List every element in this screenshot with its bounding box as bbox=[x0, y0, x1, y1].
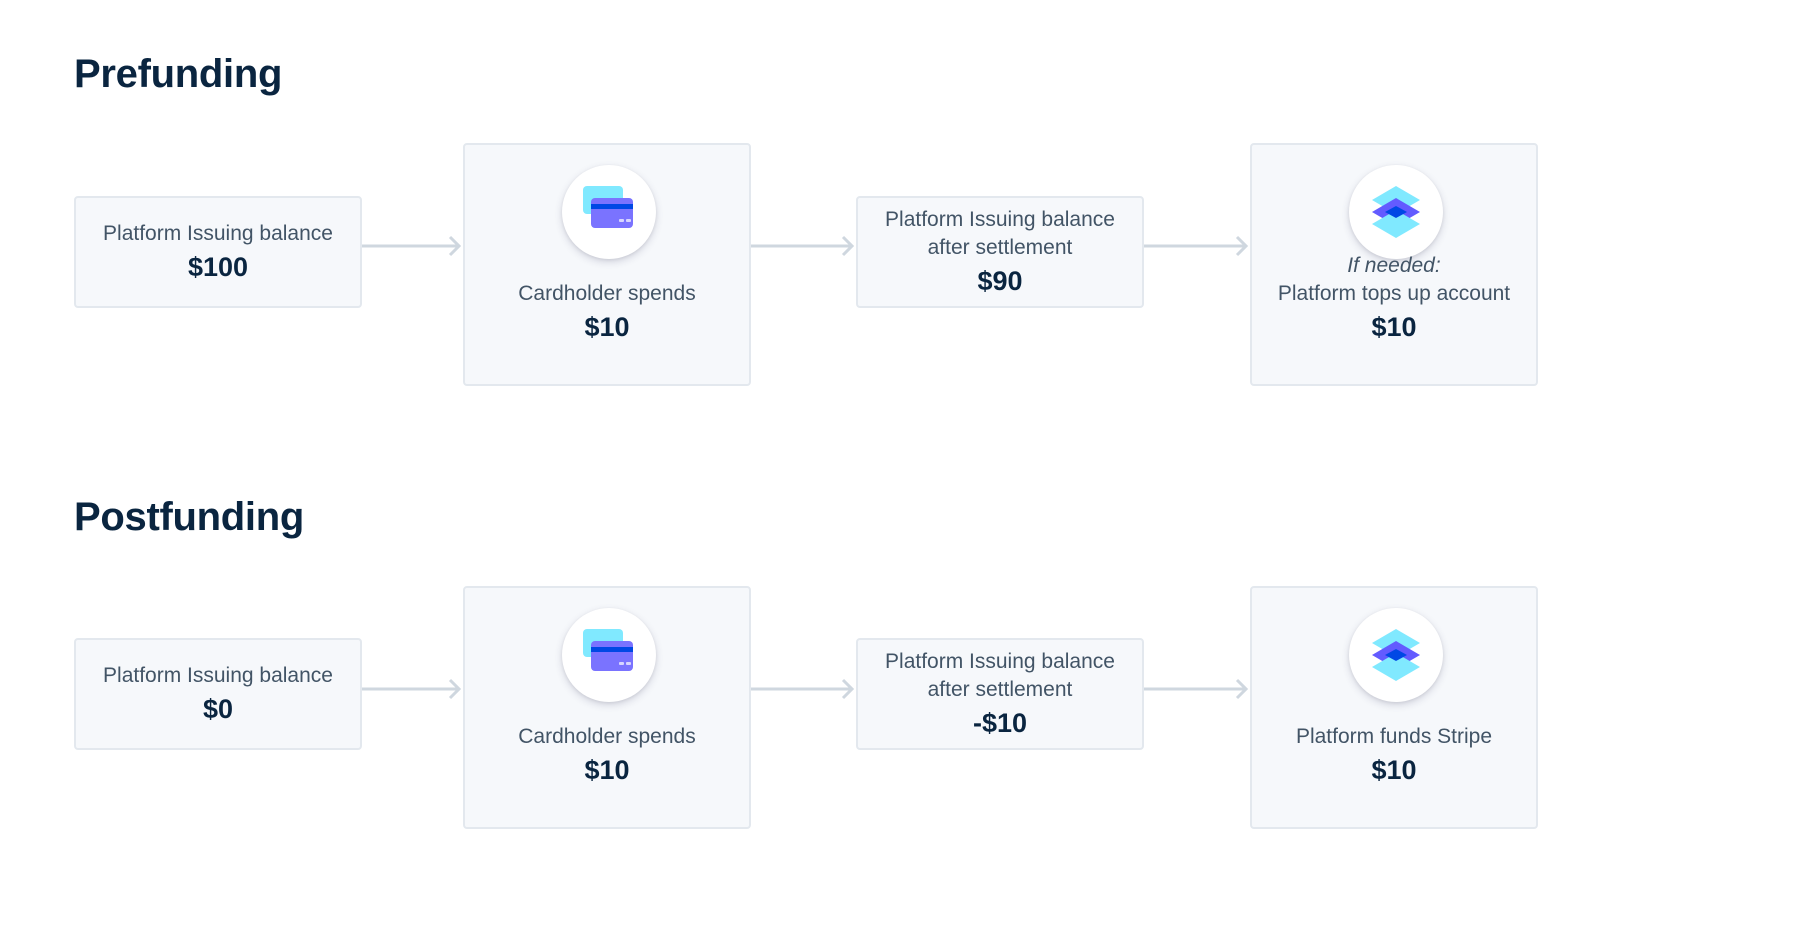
credit-card-icon bbox=[583, 186, 633, 228]
icon-badge bbox=[1349, 608, 1443, 702]
box-label: Platform Issuing balance bbox=[103, 222, 333, 245]
arrow-right-icon bbox=[362, 678, 462, 700]
prefunding-top-up-box: If needed: Platform tops up account $10 bbox=[1250, 143, 1538, 386]
stripe-layers-icon bbox=[1372, 186, 1420, 238]
postfunding-cardholder-spends-box: Cardholder spends $10 bbox=[463, 586, 751, 829]
box-label-line1: Platform Issuing balance bbox=[885, 650, 1115, 673]
stripe-layers-icon bbox=[1372, 629, 1420, 681]
prefunding-cardholder-spends-box: Cardholder spends $10 bbox=[463, 143, 751, 386]
box-amount: $10 bbox=[1371, 755, 1417, 785]
arrow-right-icon bbox=[751, 678, 855, 700]
icon-badge bbox=[1349, 165, 1443, 259]
box-amount: $10 bbox=[584, 755, 630, 785]
box-label-line2: after settlement bbox=[927, 236, 1073, 259]
box-amount: $90 bbox=[977, 266, 1023, 296]
postfunding-initial-balance-box: Platform Issuing balance $0 bbox=[74, 638, 362, 750]
box-label: If needed: Platform tops up account bbox=[1252, 252, 1536, 308]
box-label-line1: Platform Issuing balance bbox=[885, 208, 1115, 231]
box-note: If needed: bbox=[1347, 254, 1441, 277]
icon-badge bbox=[562, 608, 656, 702]
arrow-right-icon bbox=[1144, 678, 1249, 700]
credit-card-icon bbox=[583, 629, 633, 671]
box-label: Cardholder spends bbox=[518, 282, 696, 305]
box-amount: $100 bbox=[187, 252, 249, 282]
arrow-right-icon bbox=[751, 235, 855, 257]
box-label-line2: after settlement bbox=[927, 678, 1073, 701]
prefunding-initial-balance-box: Platform Issuing balance $100 bbox=[74, 196, 362, 308]
box-amount: $0 bbox=[202, 694, 234, 724]
arrow-right-icon bbox=[362, 235, 462, 257]
box-label-text: Platform tops up account bbox=[1277, 282, 1511, 305]
postfunding-platform-funds-box: Platform funds Stripe $10 bbox=[1250, 586, 1538, 829]
postfunding-balance-after-settlement-box: Platform Issuing balance after settlemen… bbox=[856, 638, 1144, 750]
prefunding-title: Prefunding bbox=[74, 52, 283, 96]
icon-badge bbox=[562, 165, 656, 259]
box-amount: $10 bbox=[584, 312, 630, 342]
box-label: Platform funds Stripe bbox=[1295, 725, 1493, 748]
postfunding-title: Postfunding bbox=[74, 495, 304, 539]
prefunding-balance-after-settlement-box: Platform Issuing balance after settlemen… bbox=[856, 196, 1144, 308]
box-label: Platform Issuing balance bbox=[103, 664, 333, 687]
box-amount: $10 bbox=[1371, 312, 1417, 342]
box-amount: -$10 bbox=[972, 708, 1028, 738]
box-label: Cardholder spends bbox=[518, 725, 696, 748]
arrow-right-icon bbox=[1144, 235, 1249, 257]
